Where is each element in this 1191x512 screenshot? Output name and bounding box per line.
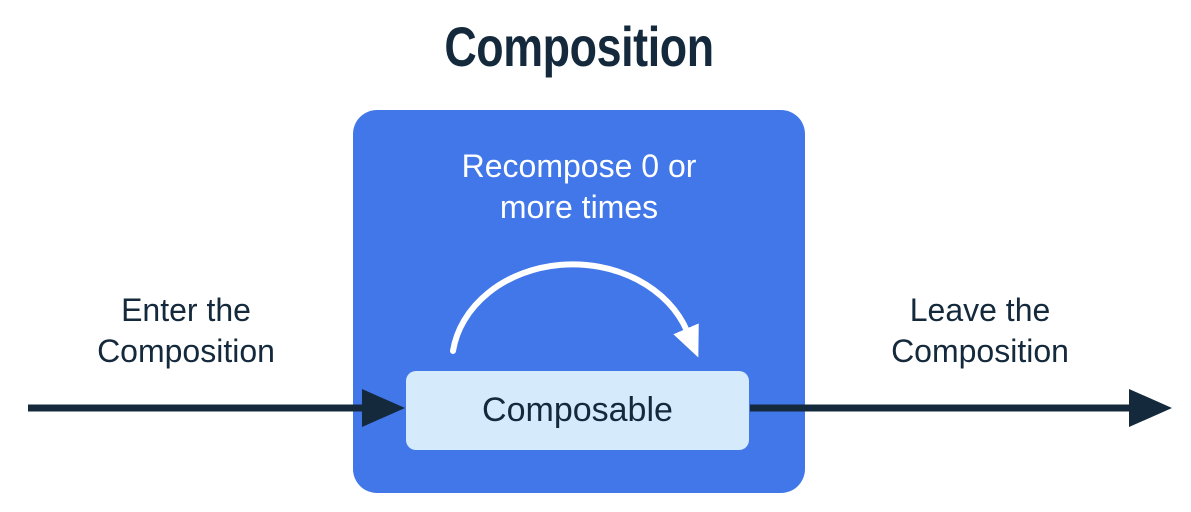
recompose-label: Recompose 0 or more times bbox=[461, 148, 697, 225]
leave-composition-label: Leave the Composition bbox=[891, 292, 1069, 369]
leave-arrowhead-icon bbox=[1129, 389, 1172, 427]
diagram-title: Composition bbox=[444, 15, 714, 78]
enter-composition-label: Enter the Composition bbox=[97, 292, 275, 369]
composable-box: Composable bbox=[406, 371, 749, 450]
composable-label: Composable bbox=[482, 391, 673, 429]
